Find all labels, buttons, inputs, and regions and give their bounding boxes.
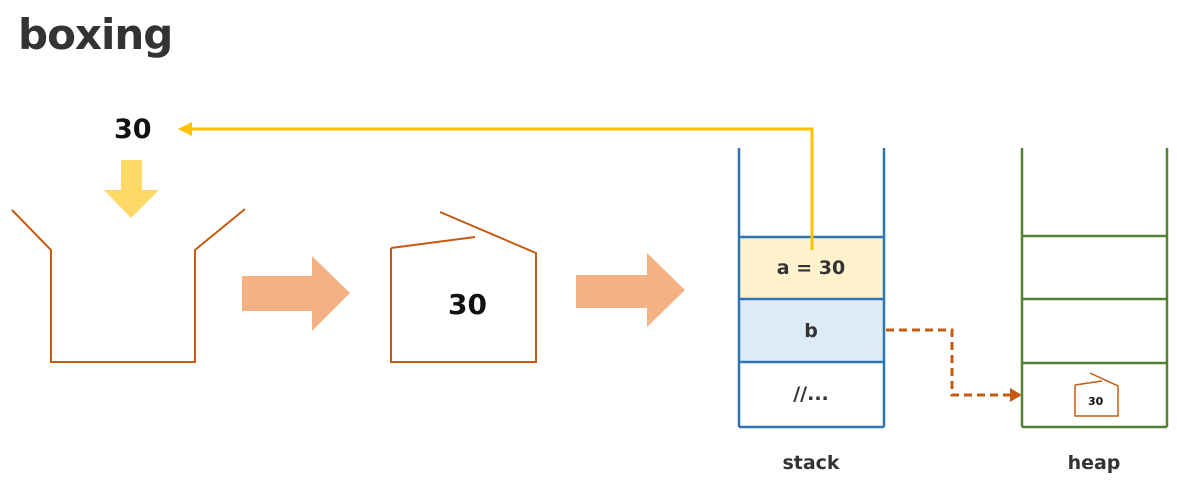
- down-arrow: [104, 160, 159, 218]
- stack-cell-b: [739, 299, 884, 362]
- heap-mini-box: [1074, 372, 1119, 417]
- stack-cell-b-label: b: [804, 320, 818, 342]
- heap-boxed-value-label: 30: [1088, 395, 1104, 408]
- value-reference-arrow: [190, 127, 814, 250]
- closed-box-lid: [390, 211, 537, 363]
- stack: [737, 148, 886, 429]
- heap-mini-box-lid: [1074, 380, 1103, 386]
- process-arrow-1: [242, 256, 350, 331]
- diagram-title: boxing: [18, 10, 173, 59]
- open-box: [11, 208, 246, 363]
- boxed-value-label: 30: [448, 288, 487, 321]
- stack-cell-a-label: a = 30: [776, 257, 846, 279]
- stack-cell-etc-label: //...: [793, 383, 829, 405]
- heap-label: heap: [1067, 452, 1121, 474]
- process-arrow-2: [576, 253, 685, 327]
- heap: [1020, 148, 1169, 429]
- value-reference-arrowhead: [178, 122, 192, 136]
- value-label: 30: [114, 114, 152, 145]
- heap-reference-arrow: [886, 328, 1012, 397]
- stack-label: stack: [782, 452, 840, 474]
- closed-box: [390, 236, 476, 249]
- heap-reference-arrowhead: [1010, 388, 1022, 402]
